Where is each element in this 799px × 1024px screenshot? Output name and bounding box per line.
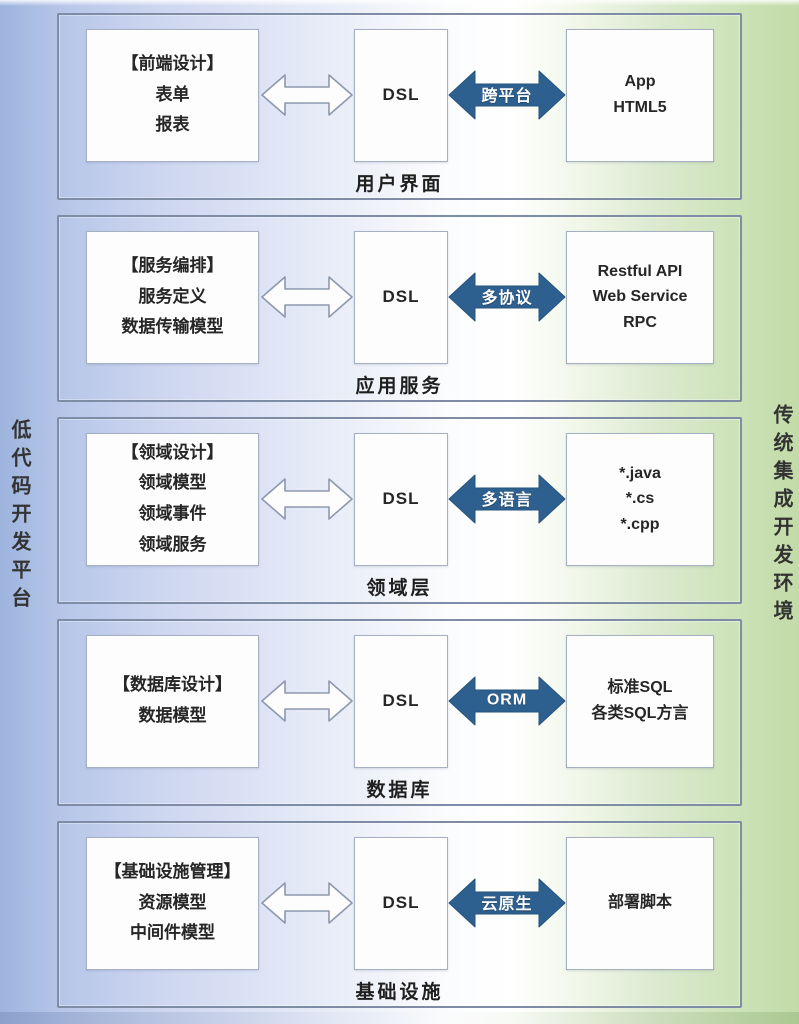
dsl-label: DSL	[382, 85, 420, 104]
double-arrow-filled-icon	[448, 474, 566, 524]
double-arrow-outline-icon	[260, 882, 353, 924]
right-environment-vertical-label: 传统集成开发环境	[770, 404, 792, 628]
double-arrow-filled-icon	[448, 272, 566, 322]
output-box: Restful API Web Service RPC	[566, 230, 714, 364]
double-arrow-outline-icon	[260, 680, 353, 722]
dsl-box: DSL	[354, 634, 448, 768]
domain-design-box: 【领域设计】 领域模型 领域事件 领域服务	[86, 432, 259, 566]
infrastructure-management-box: 【基础设施管理】 资源模型 中间件模型	[86, 836, 259, 970]
section-label: 基础设施	[355, 982, 444, 1003]
output-line: Web Service	[592, 288, 688, 306]
service-orchestration-box: 【服务编排】 服务定义 数据传输模型	[86, 230, 259, 364]
bridge-label: 云原生	[481, 896, 533, 914]
output-line: HTML5	[613, 99, 667, 116]
section-infrastructure: 【基础设施管理】 资源模型 中间件模型 DSL 云原生 部署脚本 基	[57, 821, 742, 1008]
double-arrow-outline-icon	[260, 74, 353, 116]
two-way-arrow-icon	[259, 274, 354, 320]
bridge-label: 跨平台	[481, 88, 533, 106]
output-line: App	[624, 73, 656, 91]
design-box-line: 报表	[155, 115, 190, 135]
bridge-label: 多协议	[481, 290, 533, 308]
output-line: *.cs	[625, 490, 655, 508]
design-box-line: 资源模型	[138, 892, 207, 912]
bridge-arrow: 云原生	[448, 875, 566, 931]
design-box-line: 领域事件	[138, 504, 207, 523]
dsl-label: DSL	[382, 489, 420, 508]
output-line: 标准SQL	[607, 679, 673, 697]
dsl-box: DSL	[354, 836, 448, 970]
two-way-arrow-icon	[259, 476, 354, 522]
frontend-design-box: 【前端设计】 表单 报表	[86, 28, 259, 162]
two-way-arrow-icon	[259, 72, 354, 118]
output-box: App HTML5	[566, 28, 714, 162]
bridge-label: ORM	[486, 691, 528, 709]
two-way-arrow-icon	[259, 880, 354, 926]
output-line: RPC	[623, 313, 657, 331]
bridge-arrow: 多协议	[448, 269, 566, 325]
output-line: Restful API	[597, 262, 683, 280]
section-user-interface: 【前端设计】 表单 报表 DSL 跨平台 App HTML5	[57, 13, 742, 200]
dsl-label: DSL	[382, 287, 420, 306]
section-app-service: 【服务编排】 服务定义 数据传输模型 DSL 多协议 Restful API W…	[57, 215, 742, 402]
design-box-title: 【前端设计】	[121, 54, 224, 74]
design-box-title: 【基础设施管理】	[104, 862, 241, 882]
output-box: 部署脚本	[566, 836, 714, 970]
design-box-title: 【服务编排】	[121, 256, 224, 276]
design-box-line: 领域模型	[138, 473, 207, 493]
output-box: *.java *.cs *.cpp	[566, 432, 714, 566]
output-line: *.java	[619, 464, 661, 482]
two-way-arrow-icon	[259, 678, 354, 724]
output-box: 标准SQL 各类SQL方言	[566, 634, 714, 768]
section-label: 领域层	[366, 578, 433, 599]
design-box-title: 【数据库设计】	[113, 675, 232, 695]
section-label: 用户界面	[355, 174, 444, 195]
design-box-line: 数据传输模型	[121, 317, 224, 337]
bridge-arrow: ORM	[448, 673, 566, 729]
double-arrow-filled-icon	[448, 878, 566, 928]
output-line: 各类SQL方言	[591, 705, 689, 722]
design-box-line: 数据模型	[138, 706, 207, 725]
section-database: 【数据库设计】 数据模型 DSL ORM 标准SQL 各类SQL方言	[57, 619, 742, 806]
bridge-arrow: 跨平台	[448, 67, 566, 123]
design-box-line: 中间件模型	[130, 923, 215, 943]
bridge-arrow: 多语言	[448, 471, 566, 527]
design-box-line: 服务定义	[138, 286, 207, 306]
section-label: 数据库	[366, 780, 433, 801]
output-line: *.cpp	[620, 515, 660, 533]
section-domain-layer: 【领域设计】 领域模型 领域事件 领域服务 DSL 多语言 *.java	[57, 417, 742, 604]
dsl-box: DSL	[354, 432, 448, 566]
section-label: 应用服务	[355, 376, 444, 397]
double-arrow-outline-icon	[260, 276, 353, 318]
dsl-box: DSL	[354, 230, 448, 364]
dsl-label: DSL	[382, 691, 420, 710]
dsl-box: DSL	[354, 28, 448, 162]
left-platform-vertical-label: 低代码开发平台	[8, 419, 30, 615]
double-arrow-filled-icon	[448, 70, 566, 120]
design-box-line: 领域服务	[138, 534, 207, 554]
double-arrow-outline-icon	[260, 478, 353, 520]
dsl-label: DSL	[382, 893, 420, 912]
database-design-box: 【数据库设计】 数据模型	[86, 634, 259, 768]
double-arrow-filled-icon	[448, 676, 566, 726]
diagram-rows: 【前端设计】 表单 报表 DSL 跨平台 App HTML5	[57, 13, 742, 1023]
design-box-line: 表单	[155, 84, 190, 104]
output-line: 部署脚本	[607, 894, 672, 912]
bridge-label: 多语言	[481, 492, 533, 510]
design-box-title: 【领域设计】	[121, 442, 224, 462]
